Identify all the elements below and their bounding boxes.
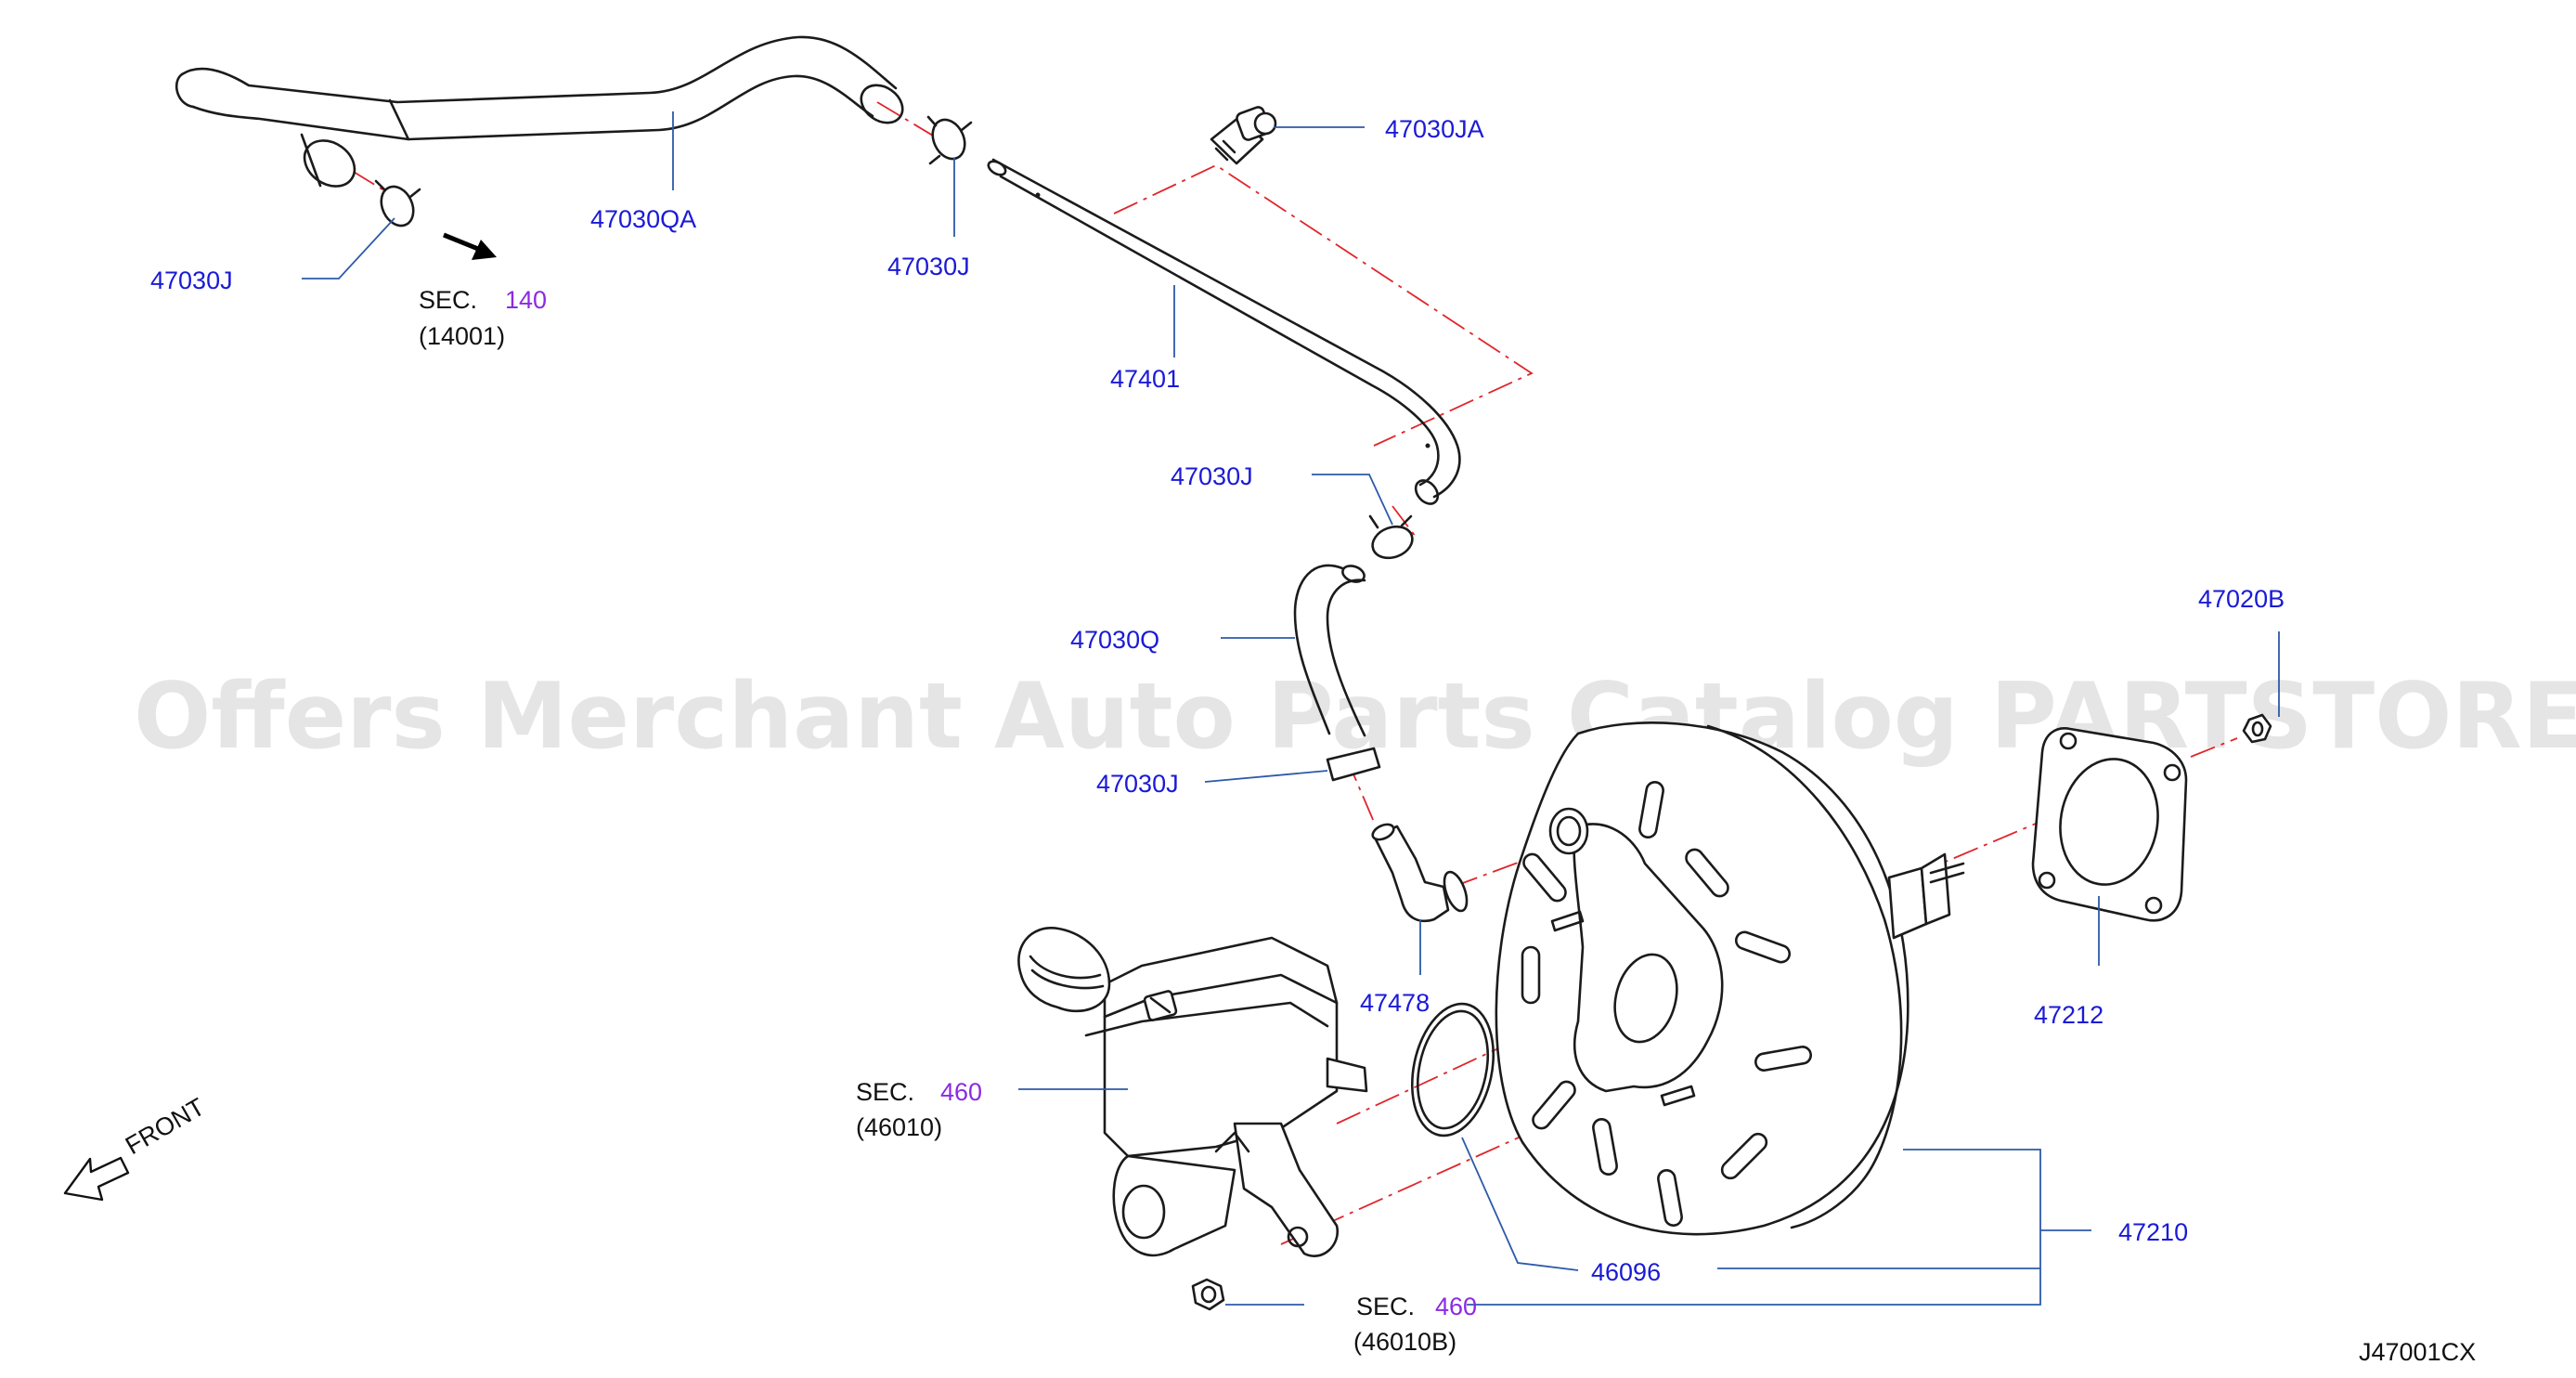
callout-47478[interactable]: 47478 [1360,989,1430,1017]
sec-ref-460-b-number[interactable]: 460 [1435,1293,1477,1320]
callout-47030QA[interactable]: 47030QA [590,205,696,233]
callout-47030JA[interactable]: 47030JA [1385,115,1484,143]
sec140-arrow [443,232,497,260]
nut-47020B [2242,713,2272,744]
nut-46010B [1191,1278,1225,1311]
sec-ref-460-a[interactable]: SEC. 460 (46010) [856,1078,982,1141]
clamp-47030J-left [374,179,421,228]
callout-47401[interactable]: 47401 [1110,365,1180,393]
clamp-47030J-small [1326,747,1381,782]
callout-47020B[interactable]: 47020B [2198,585,2285,613]
diagram-id: J47001CX [2359,1338,2476,1366]
master-cylinder-46010 [1017,927,1368,1257]
elbow-47478 [1371,823,1469,923]
callout-47030Q[interactable]: 47030Q [1070,626,1159,654]
gasket-47212 [2031,727,2188,922]
sec-ref-140-prefix: SEC. [419,286,477,314]
pipe-47401 [987,158,1461,505]
callout-47212[interactable]: 47212 [2034,1001,2104,1029]
sec-ref-460-b-prefix: SEC. [1356,1293,1415,1320]
sec-ref-460-a-sub: (46010) [856,1113,942,1141]
callout-47030J-c[interactable]: 47030J [1171,462,1253,490]
hose-47030Q [1293,564,1366,737]
callout-47030J-b[interactable]: 47030J [887,253,970,280]
callout-47030J-d[interactable]: 47030J [1096,770,1179,798]
sec-ref-140-sub: (14001) [419,322,505,350]
sec-ref-460-a-prefix: SEC. [856,1078,914,1106]
front-arrow [63,1156,130,1202]
sec-ref-460-b[interactable]: SEC. 460 (46010B) [1353,1293,1477,1356]
sec-ref-140-number[interactable]: 140 [505,286,547,314]
clamp-47030J-lower [1368,514,1414,560]
front-label: FRONT [121,1093,210,1160]
callout-47030J-a[interactable]: 47030J [150,266,233,294]
callout-47210[interactable]: 47210 [2118,1218,2188,1246]
callout-46096[interactable]: 46096 [1591,1258,1661,1286]
clamp-47030J-mid [926,115,973,165]
sec-ref-460-a-number[interactable]: 460 [940,1078,982,1106]
sec-ref-140[interactable]: SEC. 140 (14001) [419,286,547,350]
valve-47030JA [1210,106,1277,165]
hose-47030QA [175,35,904,188]
brake-booster-47210 [1495,722,1965,1236]
sec-ref-460-b-sub: (46010B) [1353,1328,1456,1356]
leader-lines [302,111,2280,1306]
oring-46096 [1410,1002,1495,1138]
